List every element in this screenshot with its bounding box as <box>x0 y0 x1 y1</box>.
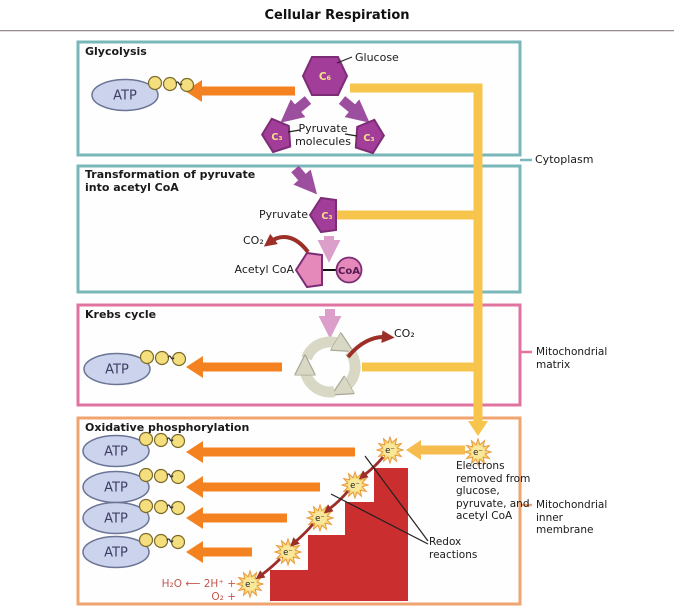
atp-label: ATP <box>105 363 129 378</box>
pyruvate-connector-right <box>344 133 358 137</box>
redox-reactions-label: Redox reactions <box>429 536 478 561</box>
electron-drop-arrow-icon <box>255 558 281 580</box>
glucose-split-right-arrow-icon <box>338 96 370 123</box>
oxphos-atp-arrow-2-icon <box>186 476 320 498</box>
atp-molecule-oxphos-3: ATP <box>82 498 186 535</box>
atp-label: ATP <box>104 546 128 561</box>
atp-label: ATP <box>104 512 128 527</box>
electron-label: e⁻ <box>315 514 325 524</box>
electron-label: e⁻ <box>385 446 395 456</box>
glucose-label: Glucose <box>355 51 399 64</box>
coa-label: CoA <box>338 266 360 277</box>
electron-label: e⁻ <box>245 580 255 590</box>
oxphos-atp-arrow-3-icon <box>186 507 287 529</box>
atp-molecule-oxphos-4: ATP <box>82 532 186 569</box>
atp-molecule-krebs: ATP <box>83 349 187 386</box>
transformation-title: Transformation of pyruvate into acetyl C… <box>85 168 256 194</box>
atp-molecule-oxphos-2: ATP <box>82 467 186 504</box>
atp-molecule-glycolysis: ATP <box>91 75 195 112</box>
electron-star-icon: e⁻ <box>376 436 404 464</box>
c3-label: C₃ <box>363 133 374 144</box>
electron-star-icon: e⁻ <box>464 438 492 466</box>
electron-star-icon: e⁻ <box>306 504 334 532</box>
pyruvate-entry-arrow-icon <box>291 165 318 195</box>
atp-label: ATP <box>104 445 128 460</box>
redox-connector-2 <box>330 493 429 545</box>
electron-star-icon: e⁻ <box>236 570 264 598</box>
oxphos-atp-arrow-1-icon <box>186 441 355 463</box>
electron-staircase <box>270 468 408 601</box>
atp-molecule-oxphos-1: ATP <box>82 431 186 468</box>
pyruvate-molecule-right-icon: C₃ <box>350 114 389 156</box>
electron-drop-arrow-icon <box>358 456 385 480</box>
glucose-split-left-arrow-icon <box>280 96 312 123</box>
atp-arrows <box>185 80 355 563</box>
co2-label: CO₂ <box>243 234 264 247</box>
electron-label: e⁻ <box>283 548 293 558</box>
mitochondrial-matrix-label: Mitochondrial matrix <box>536 346 608 371</box>
electrons-note: Electrons removed from glucose, pyruvate… <box>456 460 531 522</box>
mitochondrial-inner-membrane-label: Mitochondrial inner membrane <box>536 499 608 536</box>
atp-label: ATP <box>104 481 128 496</box>
co2-release-arrow-icon <box>346 330 395 359</box>
acetyl-coa-label: Acetyl CoA <box>234 263 294 276</box>
glucose-molecule-icon: C₆ <box>301 56 349 96</box>
glycolysis-title: Glycolysis <box>85 45 147 58</box>
pyruvate-molecules-label: Pyruvate molecules <box>295 122 351 148</box>
glucose-connector <box>336 56 353 64</box>
electron-label: e⁻ <box>350 481 360 491</box>
cytoplasm-label: Cytoplasm <box>535 153 594 166</box>
glycolysis-atp-arrow-icon <box>185 80 295 102</box>
oxphos-title: Oxidative phosphorylation <box>85 421 250 434</box>
pyruvate-molecule-left-icon: C₃ <box>257 113 296 155</box>
title-divider <box>0 30 674 31</box>
electron-star-icon: e⁻ <box>341 471 369 499</box>
electron-stars: e⁻ e⁻ e⁻ e⁻ e⁻ e⁻ <box>236 436 492 598</box>
electron-drop-arrow-icon <box>323 490 350 514</box>
electron-drop-arrow-icon <box>290 523 315 547</box>
krebs-title: Krebs cycle <box>85 308 157 321</box>
c6-label: C₆ <box>319 71 332 83</box>
pyruvate-label: Pyruvate <box>259 208 308 221</box>
energy-path-icon <box>337 83 488 436</box>
pyruvate-connector-left <box>287 129 301 133</box>
c3-label: C₃ <box>271 132 282 143</box>
electron-star-icon: e⁻ <box>274 538 302 566</box>
electron-label: e⁻ <box>473 448 483 458</box>
electron-feed-arrow-icon <box>406 440 465 460</box>
coa-circle-icon <box>335 256 363 284</box>
redox-connector-1 <box>364 455 429 542</box>
pyruvate-molecule-icon: C₃ <box>309 197 337 233</box>
water-equation: H₂O ⟵ 2H⁺ + O₂ + <box>161 578 236 603</box>
krebs-atp-arrow-icon <box>186 356 282 378</box>
co2-label: CO₂ <box>394 327 415 340</box>
oxphos-atp-arrow-4-icon <box>186 541 252 563</box>
redox-arrows <box>255 233 395 580</box>
label-connectors <box>287 56 429 545</box>
acetyl-coa-icon: CoA <box>295 252 363 288</box>
atp-label: ATP <box>113 89 137 104</box>
co2-release-arrow-icon <box>263 233 310 254</box>
page-title: Cellular Respiration <box>264 8 410 23</box>
c3-label: C₃ <box>321 211 332 222</box>
